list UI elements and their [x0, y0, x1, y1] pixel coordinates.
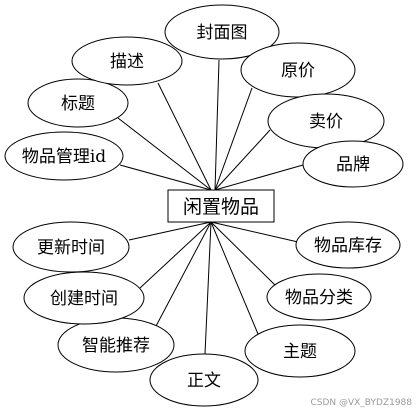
- attribute-stock: 物品库存: [295, 221, 401, 269]
- attribute-label-recommend: 智能推荐: [82, 336, 150, 356]
- attribute-recommend: 智能推荐: [57, 317, 175, 373]
- attribute-label-update-time: 更新时间: [37, 238, 105, 258]
- connector-lines: [117, 59, 304, 355]
- entity-label: 闲置物品: [183, 196, 259, 218]
- connector-update-time: [128, 221, 212, 241]
- attribute-ellipse-description: [71, 36, 183, 86]
- attribute-ellipse-cover: [164, 4, 280, 60]
- connector-topic: [210, 221, 259, 335]
- attribute-label-category: 物品分类: [285, 288, 353, 308]
- attribute-ellipse-body: [149, 353, 259, 407]
- attribute-label-sell-price: 卖价: [309, 112, 343, 132]
- connector-body: [204, 221, 212, 355]
- attribute-cover: 封面图: [164, 4, 280, 60]
- attribute-category: 物品分类: [266, 273, 372, 321]
- watermark: CSDN @VX_BYDZ1988: [310, 398, 412, 408]
- connector-description: [157, 82, 212, 191]
- attribute-label-brand: 品牌: [336, 155, 370, 175]
- attribute-label-create-time: 创建时间: [50, 289, 118, 309]
- attribute-label-topic: 主题: [283, 342, 317, 362]
- connector-stock: [210, 221, 299, 243]
- connector-original-price: [214, 87, 253, 191]
- attribute-description: 描述: [71, 36, 183, 86]
- attribute-label-item-id: 物品管理id: [22, 147, 106, 167]
- attribute-ellipse-category: [266, 273, 372, 321]
- attribute-label-body: 正文: [187, 371, 221, 391]
- attribute-ellipse-topic: [244, 324, 356, 378]
- connector-cover: [214, 59, 220, 191]
- attribute-ellipse-stock: [295, 221, 401, 269]
- attribute-title: 标题: [27, 78, 129, 128]
- connector-recommend: [154, 221, 212, 329]
- attribute-label-description: 描述: [110, 52, 144, 72]
- entity-box: 闲置物品: [167, 189, 275, 223]
- connector-title: [117, 117, 212, 191]
- attribute-label-cover: 封面图: [197, 23, 248, 43]
- attribute-create-time: 创建时间: [23, 271, 145, 325]
- attribute-ellipse-item-id: [4, 131, 124, 181]
- attribute-label-stock: 物品库存: [314, 236, 382, 256]
- attribute-update-time: 更新时间: [12, 221, 130, 273]
- connector-item-id: [119, 164, 212, 191]
- connector-category: [210, 221, 276, 286]
- connector-sell-price: [214, 129, 271, 191]
- attribute-item-id: 物品管理id: [4, 131, 124, 181]
- attribute-ellipse-title: [27, 78, 129, 128]
- attribute-ellipse-create-time: [23, 271, 145, 325]
- attribute-topic: 主题: [244, 324, 356, 378]
- connector-brand: [214, 164, 304, 191]
- attribute-body: 正文: [149, 353, 259, 407]
- attribute-ellipse-brand: [302, 140, 404, 188]
- attribute-label-original-price: 原价: [281, 61, 315, 81]
- attribute-original-price: 原价: [240, 42, 356, 98]
- attribute-brand: 品牌: [302, 140, 404, 188]
- attribute-ellipse-update-time: [12, 221, 130, 273]
- connector-create-time: [139, 221, 212, 289]
- attribute-label-title: 标题: [61, 94, 95, 114]
- attribute-sell-price: 卖价: [267, 93, 385, 149]
